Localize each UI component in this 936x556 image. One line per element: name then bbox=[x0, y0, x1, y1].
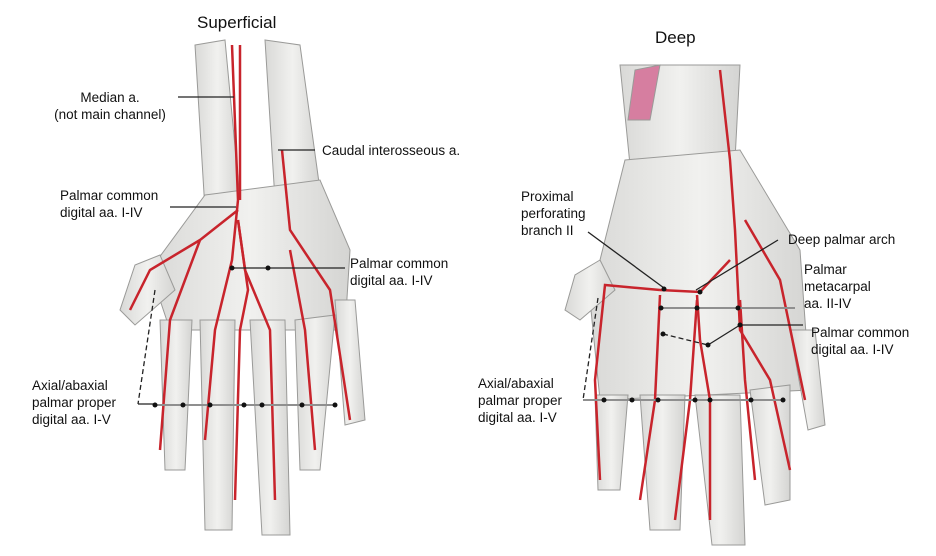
label-palmar-common-digital-lower: Palmar common digital aa. I-IV bbox=[350, 256, 449, 288]
label-deep-axial-abaxial: Axial/abaxial palmar proper digital aa. … bbox=[478, 376, 563, 425]
title-deep: Deep bbox=[655, 28, 696, 47]
title-superficial: Superficial bbox=[197, 13, 277, 32]
superficial-dots bbox=[152, 265, 338, 408]
label-caudal-interosseous-artery: Caudal interosseous a. bbox=[322, 143, 461, 158]
label-median-artery: Median a. (not main channel) bbox=[54, 90, 166, 122]
label-deep-palmar-common-digital: Palmar common digital aa. I-IV bbox=[811, 325, 910, 357]
label-proximal-perforating-branch: Proximal perforating branch II bbox=[521, 189, 586, 238]
deep-dots bbox=[601, 286, 786, 403]
deep-arteries bbox=[593, 69, 807, 521]
deep-hand bbox=[564, 64, 826, 546]
label-superficial-axial-abaxial: Axial/abaxial palmar proper digital aa. … bbox=[32, 378, 117, 427]
superficial-hand bbox=[119, 39, 366, 536]
label-palmar-common-digital-upper: Palmar common digital aa. I-IV bbox=[60, 188, 159, 220]
label-palmar-metacarpal: Palmar metacarpal aa. II-IV bbox=[804, 262, 871, 311]
superficial-arteries bbox=[128, 44, 352, 501]
label-deep-palmar-arch: Deep palmar arch bbox=[788, 232, 896, 247]
